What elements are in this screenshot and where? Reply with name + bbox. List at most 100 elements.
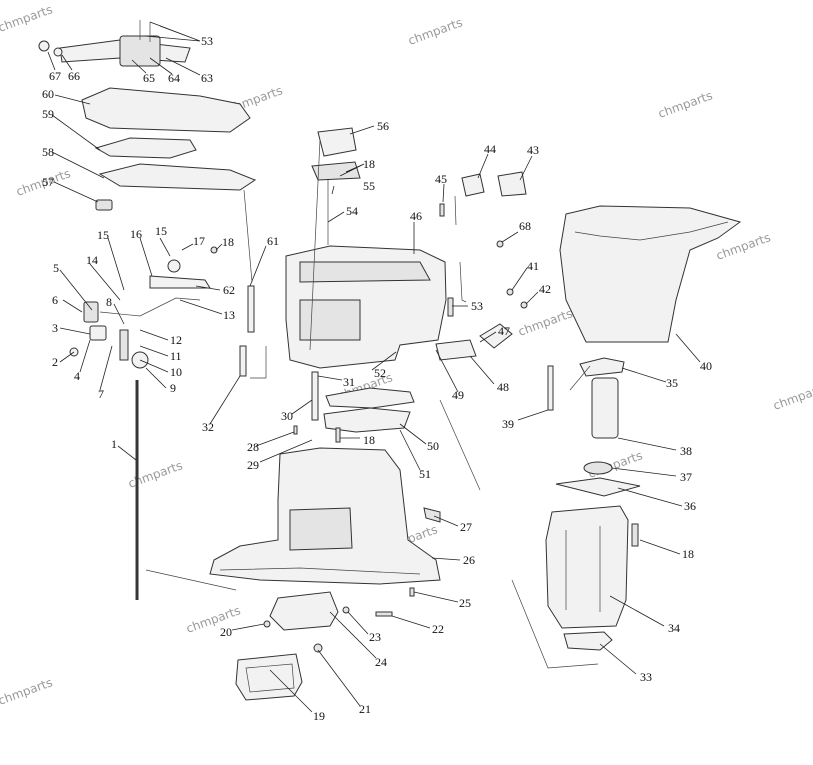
- cowling-40: [559, 205, 742, 343]
- callout-number: 15: [155, 224, 167, 238]
- gasket-19: [235, 653, 303, 701]
- housing-34: [545, 505, 629, 629]
- callout-number: 30: [281, 409, 293, 423]
- callout-number: 39: [502, 417, 514, 431]
- callout-number: 65: [143, 71, 155, 85]
- callout-number: 28: [247, 440, 259, 454]
- watermark: chmparts: [0, 2, 54, 35]
- callout-number: 18: [682, 547, 694, 561]
- callout-number: 2: [52, 355, 58, 369]
- manifold-assembly: [38, 20, 191, 67]
- callout-number: 58: [42, 145, 54, 159]
- callout-number: 50: [427, 439, 439, 453]
- callout-number: 57: [42, 175, 54, 189]
- callout-number: 59: [42, 107, 54, 121]
- callout-number: 16: [130, 227, 142, 241]
- gasket-59: [94, 137, 197, 159]
- callout-number: 36: [684, 499, 696, 513]
- callout-number: 60: [42, 87, 54, 101]
- callout-number: 49: [452, 388, 464, 402]
- callout-number: 53: [471, 299, 483, 313]
- callout-number: 47: [498, 324, 510, 338]
- callout-number: 37: [680, 470, 692, 484]
- callout-number: 11: [170, 349, 182, 363]
- callout-number: 27: [460, 520, 472, 534]
- parts: [38, 20, 742, 701]
- gasket-58: [98, 163, 257, 191]
- ring-57: [95, 199, 113, 211]
- callout-number: 68: [519, 219, 531, 233]
- callout-number: 23: [369, 630, 381, 644]
- callout-number: 44: [484, 142, 496, 156]
- callout-number: 62: [223, 283, 235, 297]
- callout-number: 21: [359, 702, 371, 716]
- gasket-36: [555, 477, 641, 497]
- leader-lines: [47, 21, 701, 713]
- block-56: [317, 127, 357, 157]
- callout-number: 24: [375, 655, 387, 669]
- callout-number: 18: [363, 157, 375, 171]
- callout-number: 6: [52, 293, 58, 307]
- callout-number: 31: [343, 375, 355, 389]
- plate-51: [323, 407, 411, 433]
- callout-number: 8: [106, 295, 112, 309]
- callout-number: 48: [497, 380, 509, 394]
- callout-number: 18: [222, 235, 234, 249]
- callout-number: 35: [666, 376, 678, 390]
- callout-number: 25: [459, 596, 471, 610]
- callout-number: 15: [97, 228, 109, 242]
- callout-number: 45: [435, 172, 447, 186]
- watermark: chmparts: [406, 15, 464, 48]
- clamp-33: [563, 631, 613, 651]
- callout-number: 26: [463, 553, 475, 567]
- callout-number: 46: [410, 209, 422, 223]
- callout-number: 29: [247, 458, 259, 472]
- callout-number: 22: [432, 622, 444, 636]
- callout-number: 4: [74, 369, 80, 383]
- watermark: chmparts: [656, 88, 714, 121]
- callout-number: 41: [527, 259, 539, 273]
- part-38: [591, 377, 619, 439]
- callout-number: 3: [52, 321, 58, 335]
- watermark: chmparts: [516, 306, 574, 339]
- callout-number: 63: [201, 71, 213, 85]
- gasket-50: [325, 387, 415, 409]
- callout-number: 55: [363, 179, 375, 193]
- callout-number: 17: [193, 234, 205, 248]
- callout-number: 34: [668, 621, 680, 635]
- callout-number: 14: [86, 253, 98, 267]
- watermark: chmparts: [184, 603, 242, 636]
- callout-number: 53: [201, 34, 213, 48]
- callout-number: 13: [223, 308, 235, 322]
- callout-number: 64: [168, 71, 180, 85]
- callout-number: 12: [170, 333, 182, 347]
- callout-number: 66: [68, 69, 80, 83]
- callout-number: 9: [170, 381, 176, 395]
- callout-number: 5: [53, 261, 59, 275]
- callout-number: 40: [700, 359, 712, 373]
- callout-number: 42: [539, 282, 551, 296]
- callout-number: 18: [363, 433, 375, 447]
- callout-number: 10: [170, 365, 182, 379]
- callout-number: 51: [419, 467, 431, 481]
- callout-number: 33: [640, 670, 652, 684]
- callout-number: 54: [346, 204, 358, 218]
- watermark: chmparts: [714, 230, 772, 263]
- callout-number: 67: [49, 69, 61, 83]
- callout-number: 19: [313, 709, 325, 723]
- part-24: [269, 591, 339, 631]
- callout-number: 38: [680, 444, 692, 458]
- part-35: [579, 357, 625, 377]
- callout-number: 52: [374, 366, 386, 380]
- watermark: chmparts: [771, 380, 813, 413]
- callout-number: 20: [220, 625, 232, 639]
- plate-60: [81, 87, 251, 133]
- callout-number: 56: [377, 119, 389, 133]
- callout-number: 43: [527, 143, 539, 157]
- callout-number: 32: [202, 420, 214, 434]
- ring-37: [583, 461, 613, 475]
- callout-number: 7: [98, 387, 104, 401]
